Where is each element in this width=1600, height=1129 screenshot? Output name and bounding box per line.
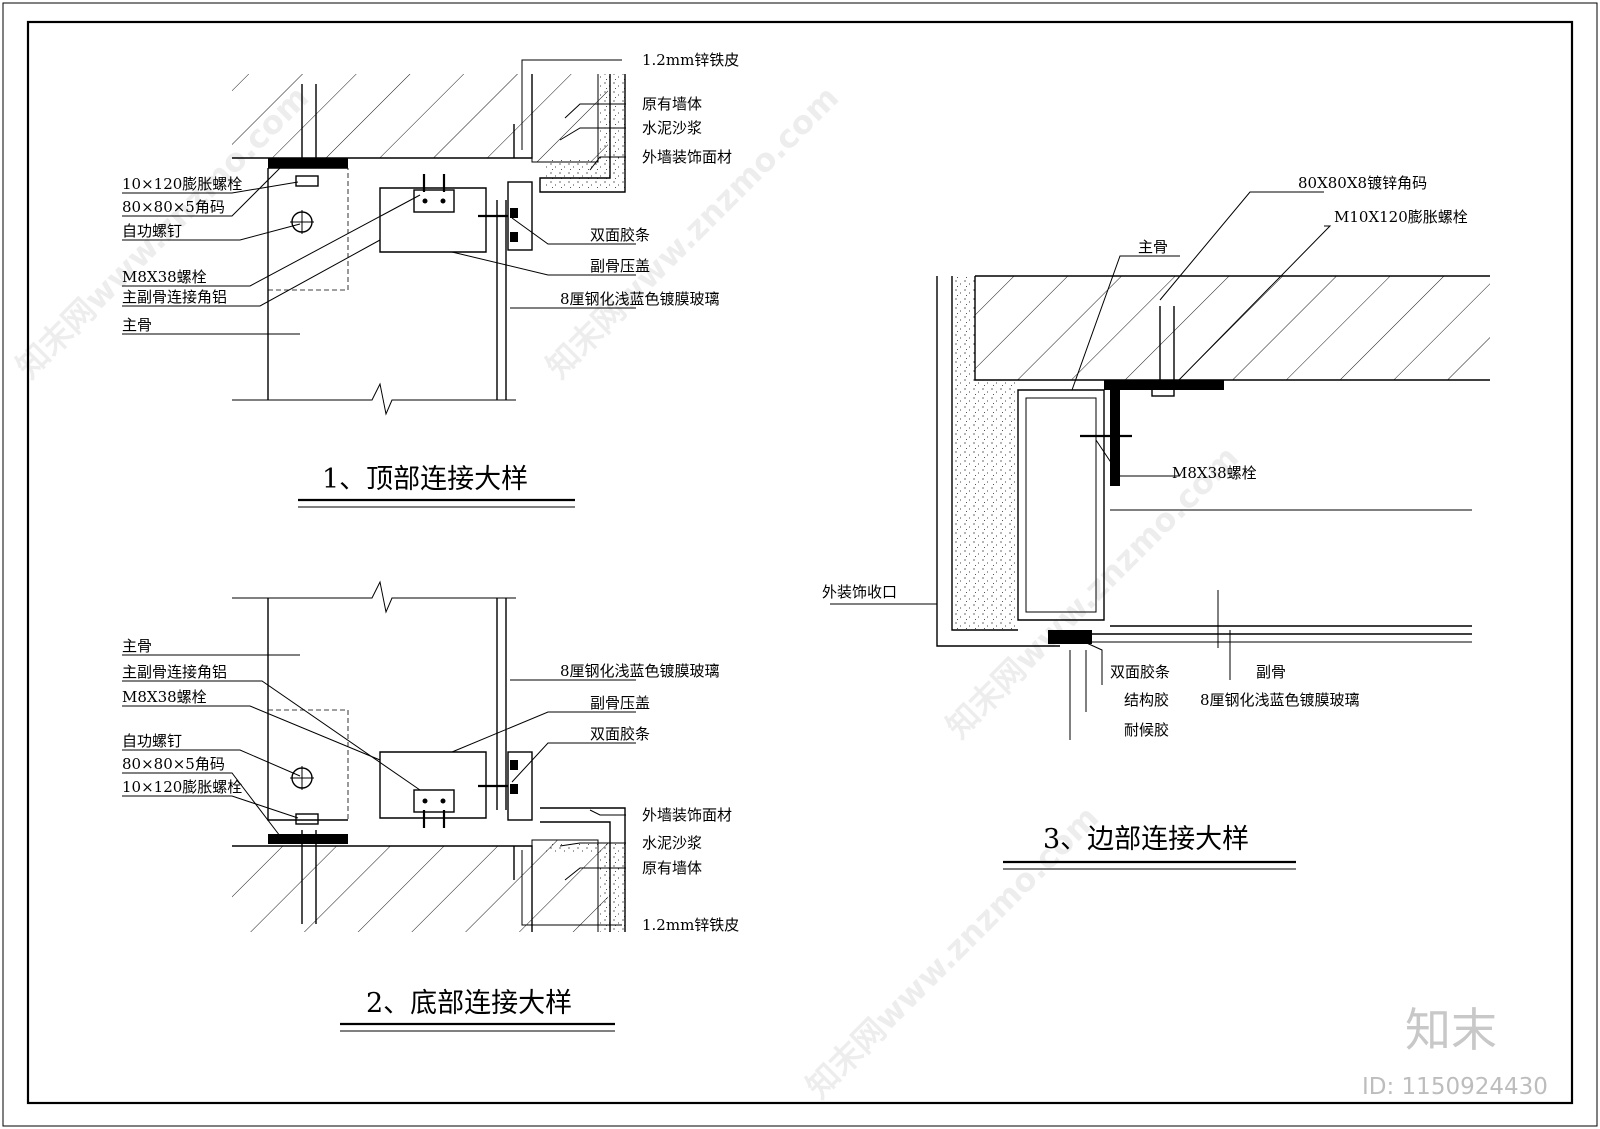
- detail-2-title: 2、底部连接大样: [366, 988, 572, 1019]
- angle-plate: [268, 158, 348, 168]
- label-weather-3: 耐候胶: [1124, 721, 1169, 739]
- mullion-dash: [268, 168, 349, 291]
- label-structural-3: 结构胶: [1124, 691, 1169, 709]
- wall-hatch-2: [532, 840, 608, 932]
- break-line-2: [232, 580, 516, 614]
- label-connector-2: 主副骨连接角铝: [122, 663, 227, 681]
- trim-outline: [936, 276, 1060, 647]
- label-cover-2: 副骨压盖: [590, 694, 650, 712]
- detail-1-top-connection: 1.2mm锌铁皮 原有墙体 水泥沙浆 外墙装饰面材 10×120膨胀螺栓 80×…: [122, 51, 739, 508]
- label-angle: 80×80×5角码: [122, 198, 225, 216]
- label-sub-3: 副骨: [1256, 663, 1286, 681]
- clip-plate-2: [413, 789, 455, 813]
- label-anchor-3: M10X120膨胀螺栓: [1334, 208, 1468, 226]
- wall-outline: [531, 74, 599, 163]
- label-bolt-2: M8X38螺栓: [122, 688, 207, 706]
- anchor-nut-2: [295, 813, 319, 825]
- label-glass: 8厘钢化浅蓝色镀膜玻璃: [560, 290, 720, 308]
- watermark-overlay: 知末网www.znzmo.com 知末网www.znzmo.com 知末网www…: [9, 78, 1548, 1105]
- label-screw: 自功螺钉: [122, 222, 182, 240]
- label-trim-3: 外装饰收口: [822, 583, 897, 601]
- sub-mullion-2: [379, 751, 487, 819]
- angle-plate-2: [268, 834, 348, 844]
- label-galv-sheet-2: 1.2mm锌铁皮: [642, 916, 739, 934]
- label-anchor-2: 10×120膨胀螺栓: [122, 778, 242, 796]
- label-glass-3: 8厘钢化浅蓝色镀膜玻璃: [1200, 691, 1360, 709]
- label-main-3: 主骨: [1138, 238, 1168, 256]
- main-mullion-3: [1017, 389, 1105, 621]
- label-finish-2: 外墙装饰面材: [642, 806, 732, 824]
- watermark-text: 知末网www.znzmo.com: [799, 798, 1106, 1105]
- label-anchor: 10×120膨胀螺栓: [122, 175, 242, 193]
- label-connector: 主副骨连接角铝: [122, 288, 227, 306]
- clip-plate: [413, 189, 455, 213]
- label-main-2: 主骨: [122, 637, 152, 655]
- watermark-logo: 知末: [1405, 1003, 1497, 1057]
- label-wall: 原有墙体: [642, 95, 702, 113]
- label-wall-2: 原有墙体: [642, 859, 702, 877]
- break-line: [232, 382, 516, 416]
- concrete-slab: [232, 74, 532, 158]
- watermark-id: ID: 1150924430: [1362, 1074, 1548, 1100]
- label-tape-2: 双面胶条: [590, 725, 650, 743]
- label-glass-2: 8厘钢化浅蓝色镀膜玻璃: [560, 662, 720, 680]
- label-screw-2: 自功螺钉: [122, 732, 182, 750]
- concrete-slab-3: [975, 276, 1490, 380]
- label-bolt: M8X38螺栓: [122, 268, 207, 286]
- label-tape-3: 双面胶条: [1110, 663, 1170, 681]
- detail-1-title: 1、顶部连接大样: [322, 464, 528, 495]
- label-main: 主骨: [122, 316, 152, 334]
- glass-pane-2: [496, 598, 507, 810]
- anchor-nut: [295, 175, 319, 187]
- label-mortar-2: 水泥沙浆: [642, 834, 702, 852]
- finish-layer: [539, 74, 626, 193]
- mortar-fill: [545, 74, 625, 190]
- mullion-dash-2: [268, 709, 349, 820]
- label-galv-sheet: 1.2mm锌铁皮: [642, 51, 739, 69]
- label-cover: 副骨压盖: [590, 257, 650, 275]
- wall-hatch: [532, 74, 608, 162]
- main-mullion: [267, 167, 348, 400]
- label-tape: 双面胶条: [590, 226, 650, 244]
- glass-pane: [496, 200, 507, 400]
- label-angle-3: 80X80X8镀锌角码: [1298, 174, 1427, 192]
- label-bolt-3: M8X38螺栓: [1172, 464, 1257, 482]
- sub-mullion: [379, 187, 487, 253]
- concrete-slab-2: [232, 846, 532, 932]
- angle-plate-3: [1104, 380, 1224, 390]
- detail-3-title: 3、边部连接大样: [1043, 824, 1249, 855]
- label-angle-2: 80×80×5角码: [122, 755, 225, 773]
- detail-2-bottom-connection: 主骨 主副骨连接角铝 M8X38螺栓 自功螺钉 80×80×5角码 10×120…: [122, 580, 739, 1032]
- label-finish: 外墙装饰面材: [642, 148, 732, 166]
- inner-border: [26, 20, 1574, 1105]
- label-mortar: 水泥沙浆: [642, 119, 702, 137]
- detail-3-side-connection: 80X80X8镀锌角码 M10X120膨胀螺栓 主骨 M8X38螺栓 外装饰收口…: [822, 174, 1490, 870]
- trim-fill: [952, 276, 1018, 630]
